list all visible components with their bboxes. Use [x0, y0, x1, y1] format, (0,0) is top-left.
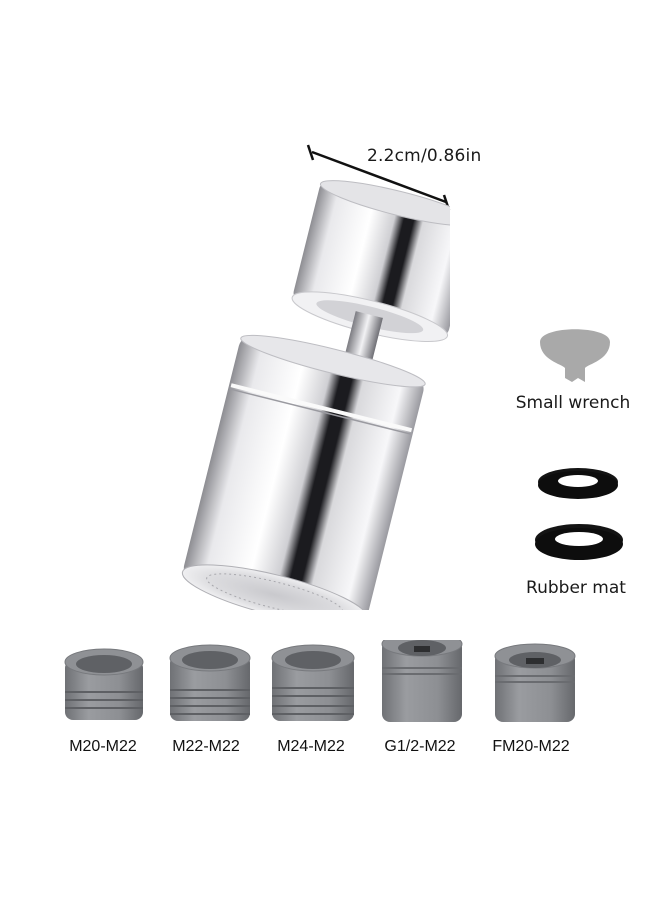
adapter-label: M24-M22 [277, 738, 345, 755]
adapter-m24-m22-icon [271, 644, 355, 721]
adapter-label: M20-M22 [69, 738, 137, 755]
accessory-label: Rubber mat [526, 578, 626, 598]
rubber-washer-icon [535, 468, 623, 560]
adapter-label: FM20-M22 [492, 738, 570, 755]
wrench-icon [540, 329, 610, 382]
adapter-fm20-m22-icon [494, 643, 576, 722]
adapter-m22-m22-icon [169, 644, 251, 721]
adapter-m20-m22-icon [64, 648, 144, 720]
adapter-label: M22-M22 [172, 738, 240, 755]
adapter-row-image [64, 640, 576, 722]
adapter-g12-m22-icon [381, 640, 463, 722]
dimension-label: 2.2cm/0.86in [367, 146, 482, 166]
adapter-label: G1/2-M22 [384, 738, 456, 755]
accessory-label: Small wrench [515, 393, 631, 413]
faucet-aerator-image [181, 180, 450, 610]
